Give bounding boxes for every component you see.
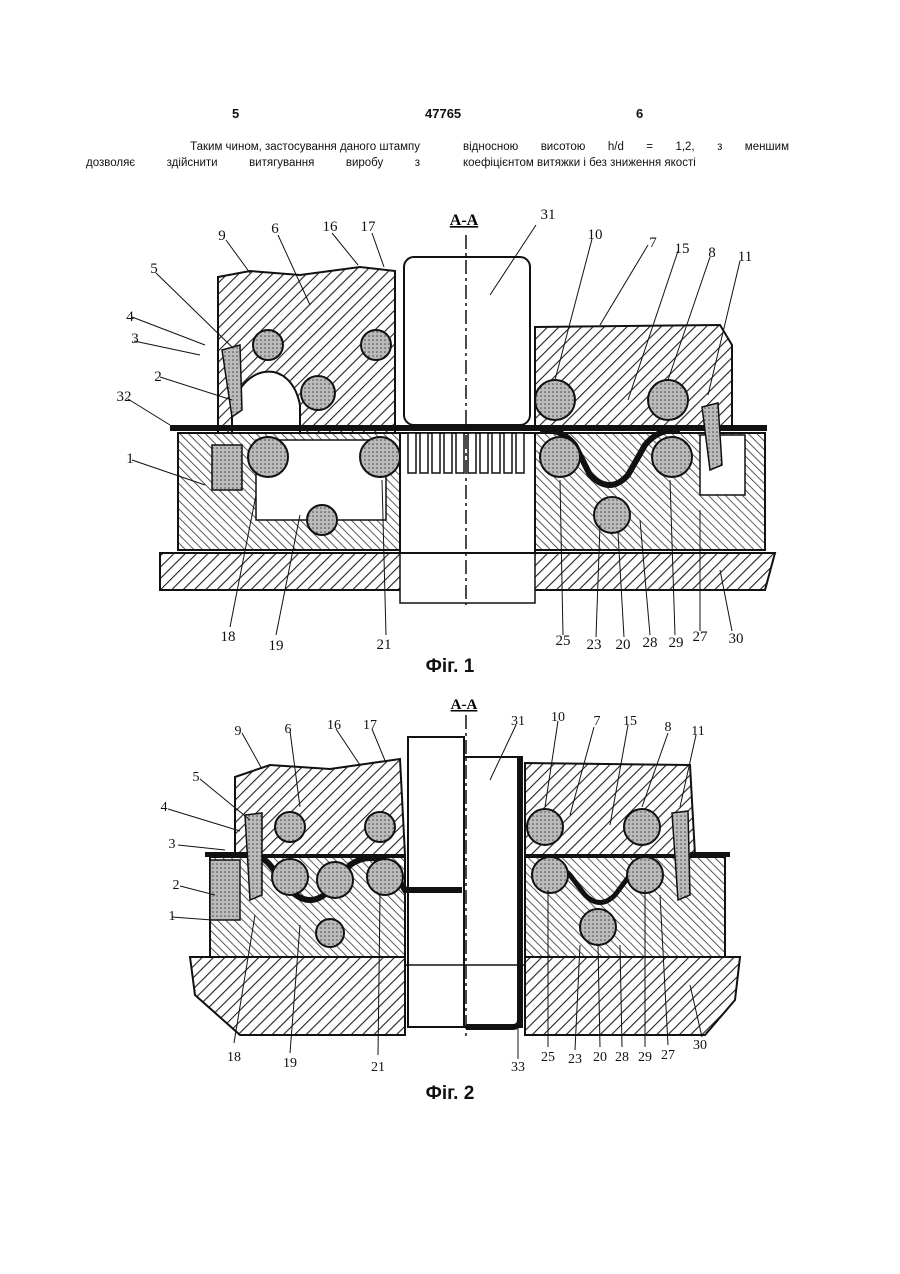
base-plate-right: [525, 957, 740, 1035]
punch-shaft-right: [464, 757, 522, 1027]
label-1: 1: [126, 451, 134, 467]
label-6: 6: [285, 722, 292, 737]
label-16: 16: [327, 718, 341, 733]
label-5: 5: [193, 770, 200, 785]
punch-shaft-left: [408, 737, 464, 1027]
figure-2-drawing: A-A: [0, 695, 900, 1080]
label-9: 9: [235, 724, 242, 739]
label-9: 9: [218, 228, 226, 244]
label-28: 28: [615, 1050, 629, 1065]
label-25: 25: [541, 1050, 555, 1065]
figure-1-drawing: A-A: [0, 195, 900, 655]
label-30: 30: [693, 1038, 707, 1053]
label-2: 2: [173, 878, 180, 893]
label-21: 21: [377, 637, 392, 653]
label-17: 17: [361, 219, 377, 235]
label-17: 17: [363, 718, 377, 733]
label-30: 30: [729, 631, 744, 647]
section-label: A-A: [450, 212, 479, 229]
body-text-left-1: Таким чином, застосування даного штампу: [120, 139, 420, 155]
label-21: 21: [371, 1060, 385, 1075]
label-20: 20: [616, 637, 631, 653]
figure-2: A-A: [0, 695, 900, 1080]
label-19: 19: [283, 1056, 297, 1071]
base-plate-left: [190, 957, 405, 1035]
label-16: 16: [323, 219, 339, 235]
label-28: 28: [643, 635, 658, 651]
label-4: 4: [126, 309, 134, 325]
figure-1-caption: Фіг. 1: [0, 656, 900, 678]
figure-1: A-A: [0, 195, 900, 655]
label-23: 23: [587, 637, 602, 653]
label-2: 2: [154, 369, 162, 385]
body-text-left-2: дозволяє здійснити витягування виробу з: [86, 155, 420, 171]
label-1: 1: [169, 909, 176, 924]
label-20: 20: [593, 1050, 607, 1065]
label-3: 3: [169, 837, 176, 852]
punch-shaft: [404, 257, 530, 425]
label-31: 31: [541, 207, 556, 223]
label-8: 8: [665, 720, 672, 735]
body-text-right-1: відносною висотою h/d = 1,2, з меншим: [463, 139, 789, 155]
page-number-right: 6: [636, 106, 643, 121]
label-23: 23: [568, 1052, 582, 1067]
label-11: 11: [691, 724, 704, 739]
label-25: 25: [556, 633, 571, 649]
label-11: 11: [738, 249, 752, 265]
body-text-right-2: коефіцієнтом витяжки і без зниження якос…: [463, 155, 789, 171]
label-15: 15: [623, 714, 637, 729]
label-10: 10: [551, 710, 565, 725]
figure-2-caption: Фіг. 2: [0, 1083, 900, 1105]
label-3: 3: [131, 331, 139, 347]
label-6: 6: [271, 221, 279, 237]
label-33: 33: [511, 1060, 525, 1075]
label-7: 7: [594, 714, 601, 729]
label-27: 27: [661, 1048, 675, 1063]
section-label: A-A: [451, 697, 478, 713]
label-31: 31: [511, 714, 525, 729]
label-15: 15: [675, 241, 690, 257]
label-10: 10: [588, 227, 603, 243]
label-29: 29: [638, 1050, 652, 1065]
label-27: 27: [693, 629, 709, 645]
patent-number: 47765: [425, 106, 461, 121]
label-5: 5: [150, 261, 158, 277]
label-18: 18: [221, 629, 236, 645]
label-7: 7: [649, 235, 657, 251]
label-19: 19: [269, 638, 284, 654]
label-18: 18: [227, 1050, 241, 1065]
label-32: 32: [117, 389, 132, 405]
label-4: 4: [161, 800, 168, 815]
page-number-left: 5: [232, 106, 239, 121]
label-8: 8: [708, 245, 716, 261]
label-29: 29: [669, 635, 684, 651]
